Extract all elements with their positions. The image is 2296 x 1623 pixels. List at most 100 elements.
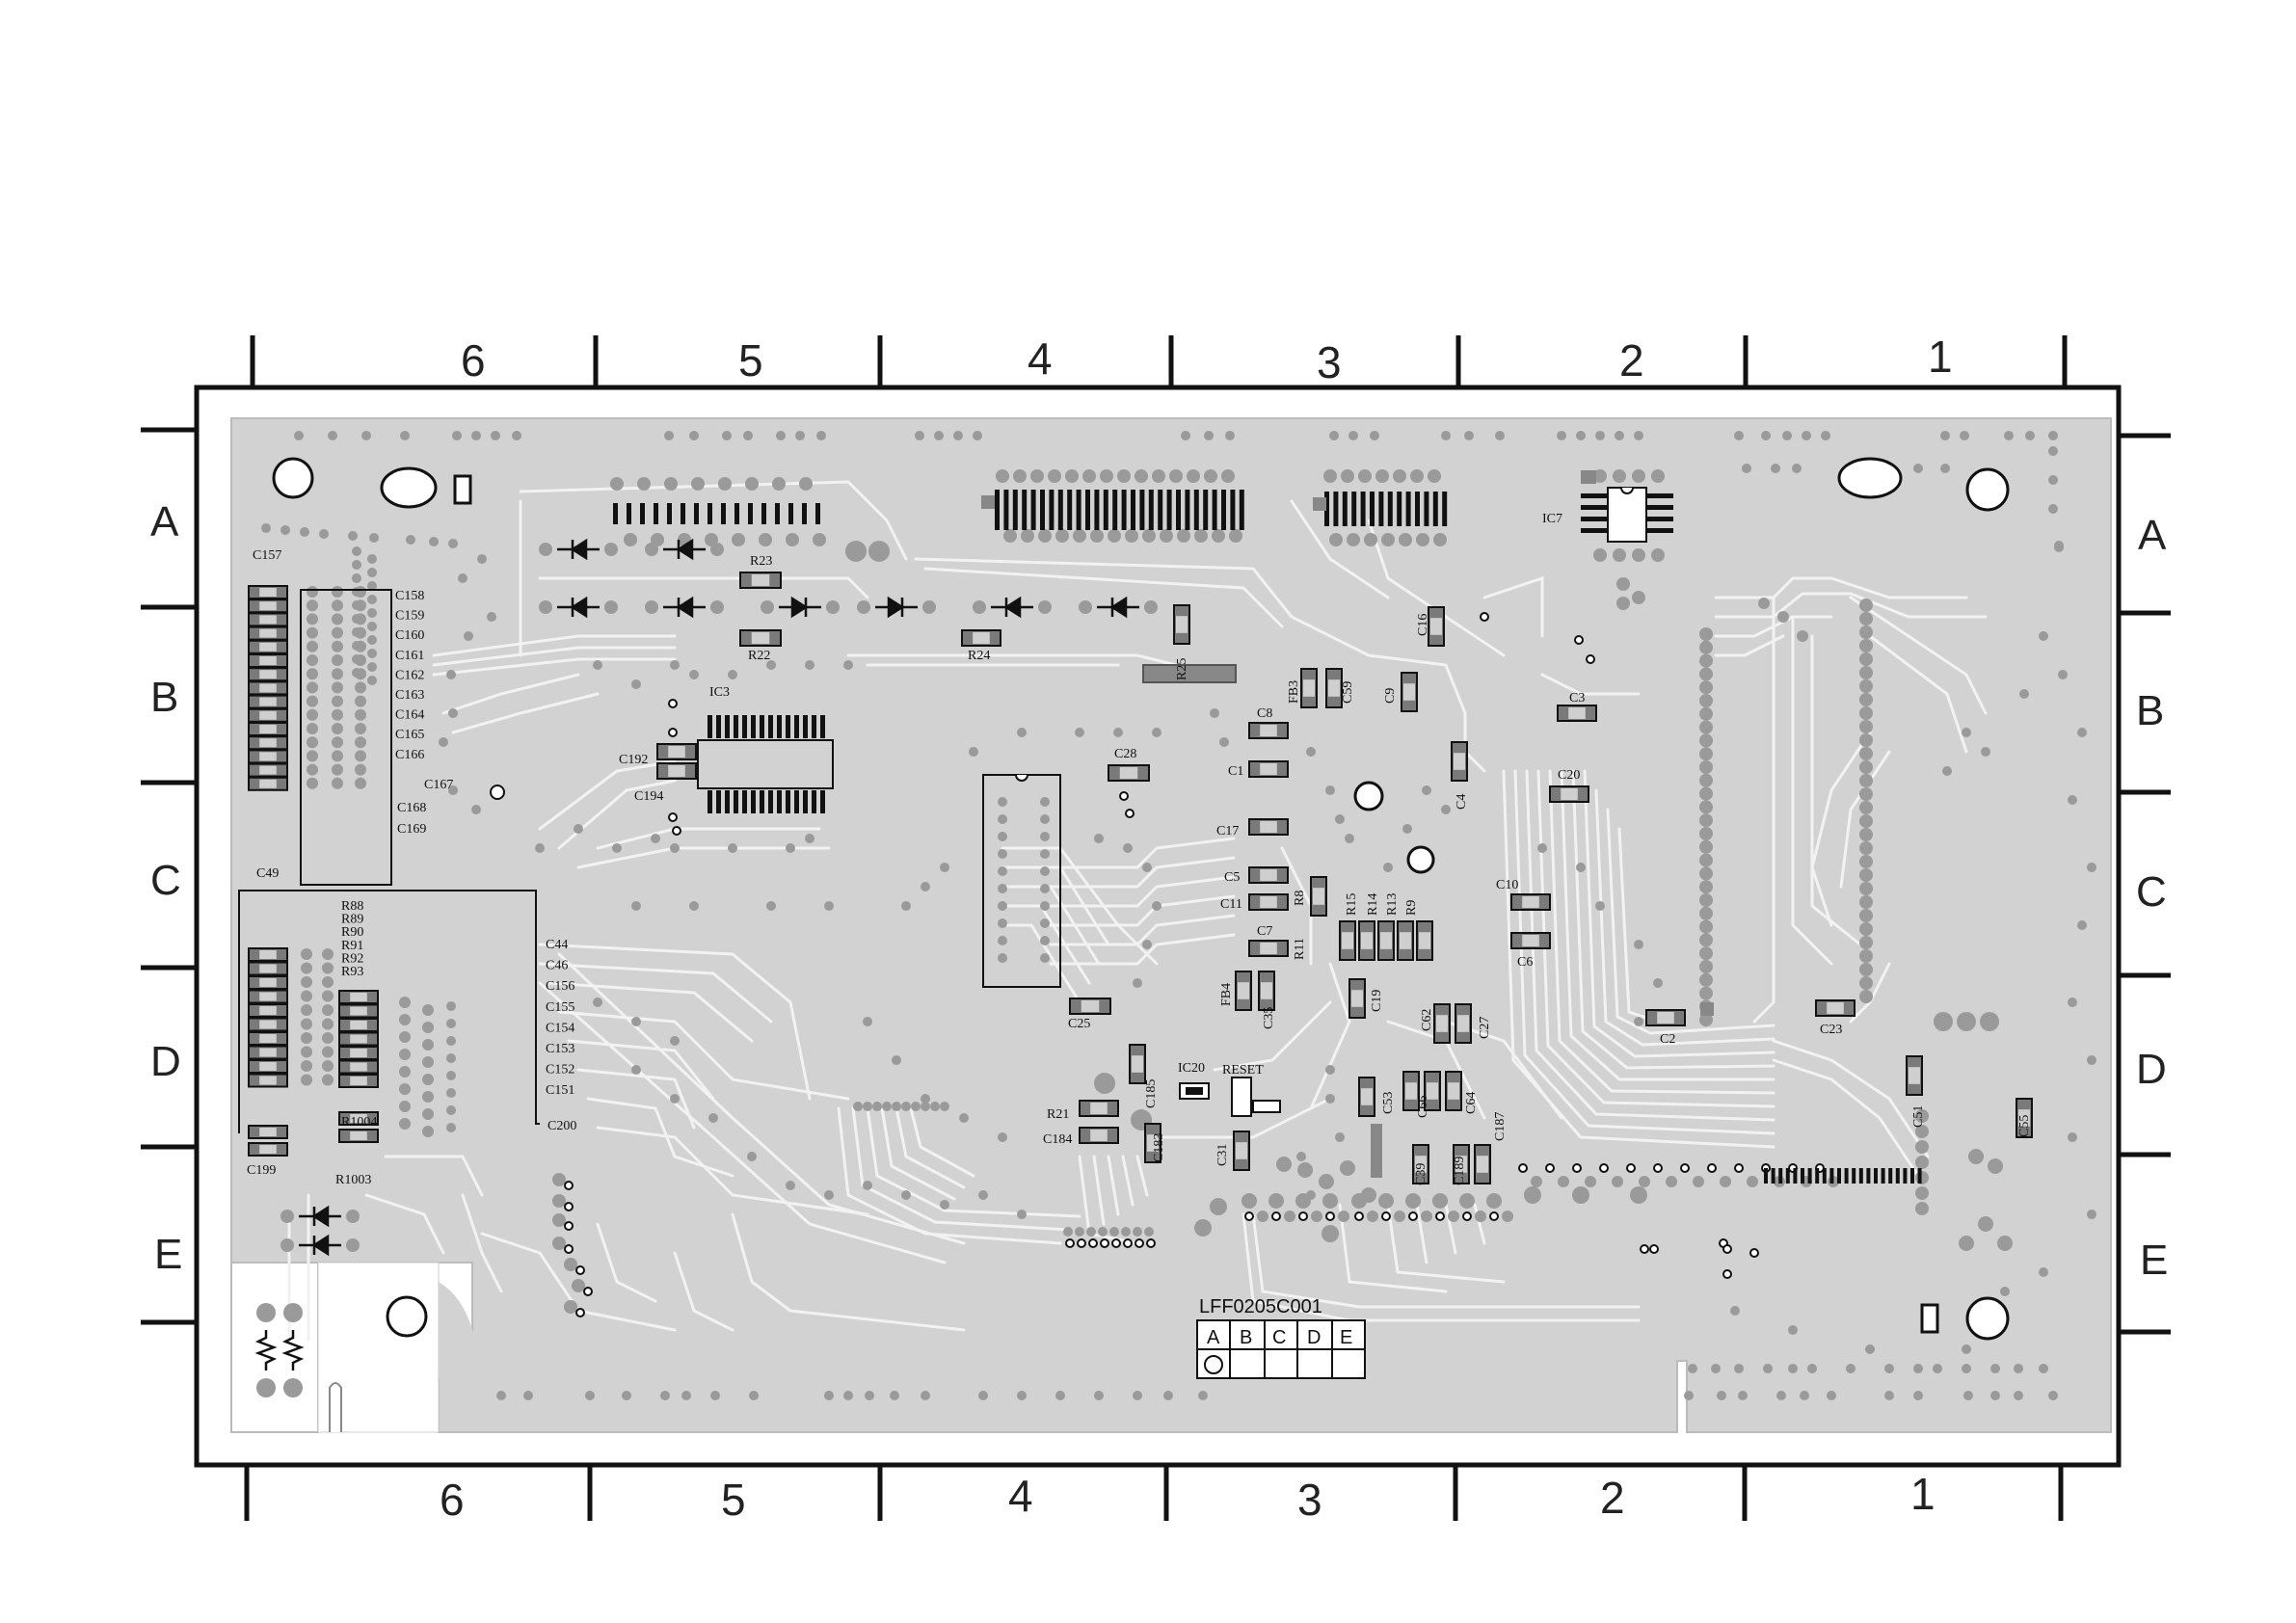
smd-part (2016, 1098, 2033, 1138)
pad (998, 849, 1007, 859)
connector-pads-bottom-left (256, 1303, 303, 1397)
pad (1329, 533, 1343, 546)
ref-c166: C166 (395, 748, 424, 762)
pad (1383, 863, 1393, 872)
pad (301, 1060, 312, 1072)
pad (1094, 1391, 1104, 1400)
smd-part (248, 1142, 288, 1157)
pad (552, 1173, 566, 1186)
pad (539, 600, 552, 614)
pad (813, 533, 826, 546)
smd-part (1412, 1144, 1429, 1184)
pad (631, 679, 641, 689)
pad (1988, 1158, 2003, 1174)
pad (1098, 1227, 1108, 1237)
via (1381, 1211, 1391, 1221)
grid-labels-bottom: 6 5 4 3 2 1 (440, 1469, 1936, 1525)
pad (978, 1190, 988, 1200)
pad (921, 1391, 930, 1400)
pad (1859, 747, 1873, 760)
pad (1572, 1186, 1589, 1204)
pad (1915, 1140, 1929, 1154)
pad (1859, 612, 1873, 625)
pad (1432, 1193, 1448, 1209)
pad (1198, 1391, 1208, 1400)
pad (1464, 431, 1474, 440)
pad (1915, 1125, 1929, 1138)
pad (921, 1102, 930, 1111)
pad (1699, 800, 1713, 814)
ref-c23: C23 (1820, 1023, 1842, 1037)
pad (1651, 469, 1665, 483)
pad (1968, 1149, 1984, 1164)
ref-ic3: IC3 (709, 685, 730, 700)
pad (1063, 1227, 1073, 1237)
pad (2087, 1210, 2096, 1219)
pad (1632, 548, 1645, 562)
pad (872, 1102, 882, 1111)
smd-part (1248, 893, 1289, 911)
pad (921, 882, 930, 891)
pad (301, 1018, 312, 1030)
grid-left-A: A (150, 498, 179, 545)
pad (399, 997, 411, 1008)
via (1100, 1238, 1109, 1248)
ref-c62: C62 (1420, 1009, 1434, 1031)
pad (1021, 529, 1034, 543)
ref-r9: R9 (1404, 900, 1419, 916)
pad (1225, 431, 1235, 440)
smd-part (248, 653, 288, 668)
pad (367, 662, 377, 672)
via (1325, 1211, 1335, 1221)
pad (786, 533, 799, 546)
pad (1422, 785, 1431, 795)
ref-r23: R23 (750, 554, 772, 569)
pad (1433, 533, 1447, 546)
pad (1135, 469, 1148, 483)
via (1489, 1211, 1499, 1221)
pad (1340, 1160, 1355, 1176)
pad (1859, 936, 1873, 949)
ref-r21: R21 (1047, 1107, 1069, 1122)
pad (998, 832, 1007, 841)
pad (670, 843, 680, 853)
pad (346, 1210, 360, 1223)
title-block-letter-e: E (1340, 1327, 1352, 1348)
pad (1428, 469, 1441, 483)
ref-c20: C20 (1558, 768, 1580, 783)
pad (922, 600, 936, 614)
pad (355, 695, 366, 707)
smd-part (248, 612, 288, 627)
pad (355, 736, 366, 749)
ref-c169: C169 (397, 822, 426, 837)
ref-c44: C44 (546, 938, 568, 952)
pad (759, 533, 772, 546)
pad (1040, 866, 1050, 876)
pad (1421, 1211, 1432, 1222)
ic-notches (1015, 487, 1634, 782)
pad (1325, 1094, 1335, 1104)
pad (446, 1088, 456, 1098)
ref-c155: C155 (546, 1000, 574, 1015)
ref-r93: R93 (341, 965, 363, 979)
smd-part (1645, 1009, 1686, 1026)
pad (1142, 529, 1156, 543)
diode-symbol (663, 596, 706, 619)
pad (332, 723, 343, 734)
pad (1742, 464, 1751, 473)
pad (1913, 1391, 1923, 1400)
ref-r1004: R1004 (341, 1115, 377, 1130)
pad (1276, 1157, 1292, 1172)
via-hole-small (490, 785, 505, 800)
pad (795, 431, 805, 440)
pad (399, 1083, 411, 1095)
pad (1699, 760, 1713, 774)
pad (1459, 1193, 1475, 1209)
smd-part (1325, 668, 1343, 708)
pad (681, 1391, 691, 1400)
pad (322, 948, 334, 960)
ref-c184: C184 (1043, 1132, 1072, 1147)
pad (1699, 653, 1713, 668)
pad (1108, 529, 1121, 543)
smd-part (248, 961, 288, 976)
